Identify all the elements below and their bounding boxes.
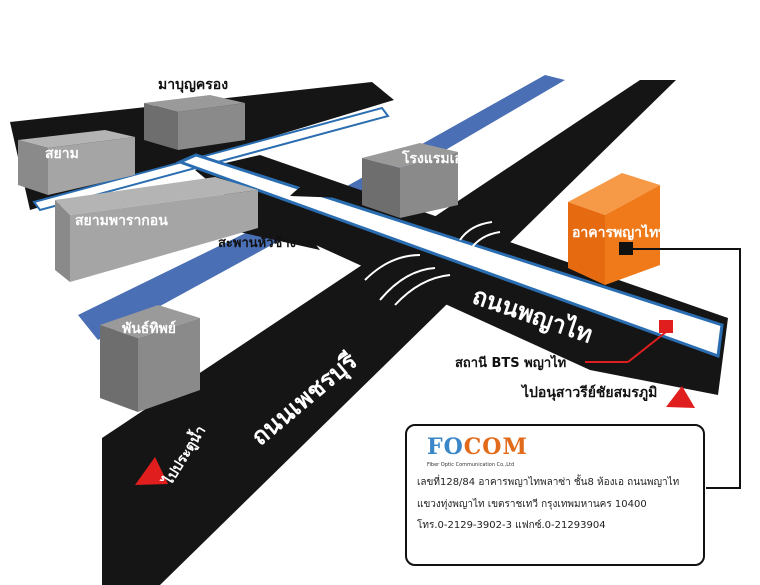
building-pantip [100, 305, 200, 412]
building-phayathai-plaza [568, 173, 660, 285]
label-pantip: พันธ์ทิพย์ [122, 321, 177, 337]
canal-lower [78, 222, 288, 340]
company-address-line2: แขวงทุ่งพญาไท เขตราชเทวี กรุงเทพมหานคร 1… [417, 499, 647, 510]
company-phone: โทร.0-2129-3902-3 แฟกซ์.0-21293904 [417, 520, 606, 531]
label-siam: สยาม [45, 146, 79, 162]
company-info-box: FOCOM Fiber Optic Communication Co.,Ltd … [405, 424, 705, 566]
bridge-marks-4 [459, 221, 493, 241]
label-saphan-huachang: สะพานหัวช้าง [218, 236, 297, 251]
company-address-line1: เลขที่128/84 อาคารพญาไทพลาซ่า ชั้น8 ห้อง… [417, 477, 680, 488]
label-asia-hotel: โรงแรมเอเชีย [402, 151, 486, 167]
label-bts-station: สถานี BTS พญาไท [455, 356, 567, 371]
company-logo: FOCOM [427, 434, 528, 460]
building-marker [619, 242, 633, 255]
company-tagline: Fiber Optic Communication Co.,Ltd [427, 462, 515, 468]
label-mbk: มาบุญครอง [158, 77, 229, 93]
building-asia-hotel [362, 143, 458, 218]
label-siam-paragon: สยามพารากอน [75, 213, 168, 229]
bts-station-marker [659, 320, 673, 333]
bridge-marks-3 [394, 274, 451, 306]
arrow-to-pratunam [135, 457, 168, 485]
bridge-arc-1 [290, 180, 345, 198]
bridge-marks-1 [364, 254, 421, 281]
label-to-victory: ไปอนุสาวรีย์ชัยสมรภูมิ [522, 385, 658, 401]
bridge-marks-2 [379, 267, 436, 301]
label-phayathai-plaza: อาคารพญาไทพลาซ่า [572, 225, 702, 241]
bts-line-phayathai [175, 153, 724, 359]
bridge-marks-5 [469, 231, 501, 251]
arrow-to-victory [666, 386, 695, 408]
building-siam-paragon [55, 177, 258, 282]
bts-station-leader [627, 331, 667, 363]
building-siam [18, 130, 135, 195]
building-leader [633, 248, 741, 489]
building-mbk [144, 95, 245, 150]
road-phetchaburi [102, 80, 676, 585]
